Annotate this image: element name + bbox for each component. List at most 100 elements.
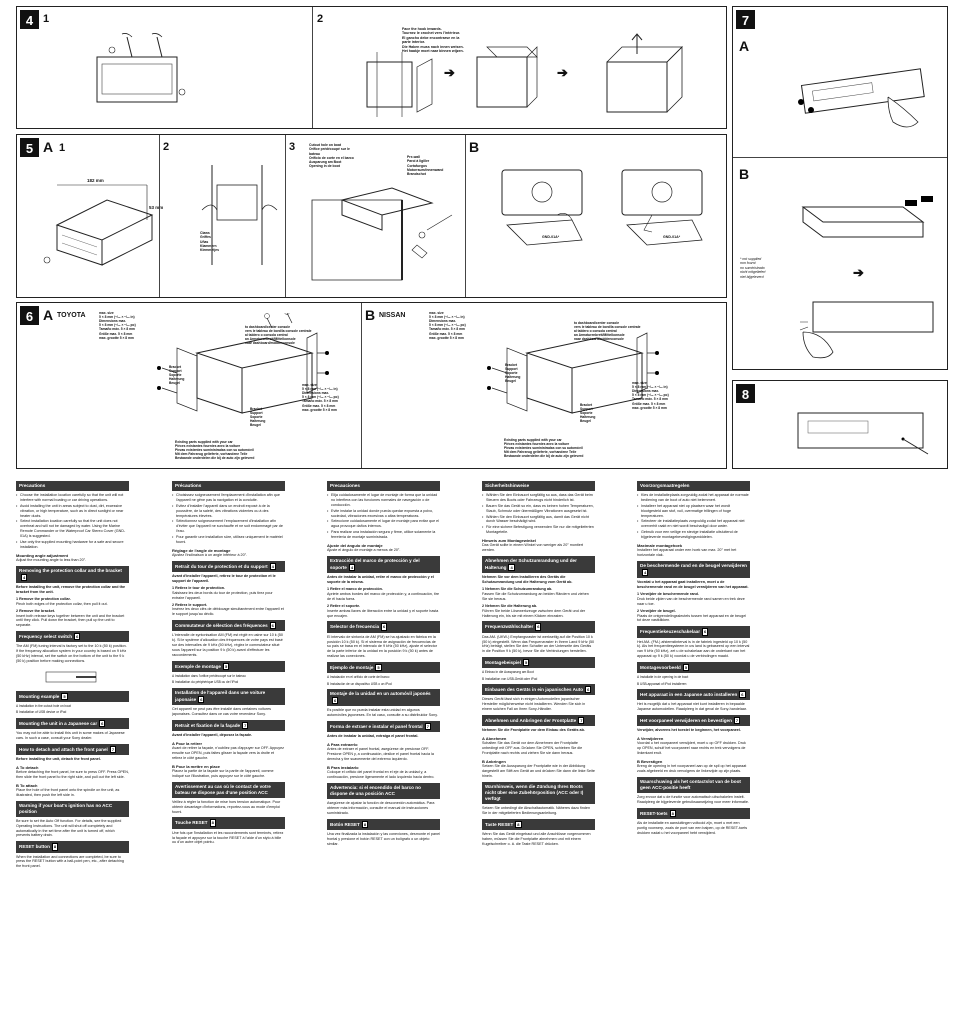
step-6-brand-nissan: NISSAN <box>379 312 406 319</box>
nl-precautions-heading: Voorzorgsmaatregelen <box>637 481 750 492</box>
en-warn-heading: Warning if your boat's ignition has no A… <box>16 800 129 817</box>
es-japan-heading: Montaje de la unidad en un automóvil jap… <box>327 688 440 707</box>
list-item: Gebruik voor een veilige en stevige inst… <box>637 530 750 540</box>
step-8-panel: 8 <box>732 380 948 469</box>
nl-warn-text: Zorg ervoor dat u de functie voor automa… <box>637 794 749 804</box>
nl-detach-b-text: Breng de opening in het voorpaneel aan o… <box>637 764 747 773</box>
nl-angle-heading: Maximale montagehoek <box>637 542 683 548</box>
fr-warn-text: Veillez à régler la fonction de mise hor… <box>172 799 281 814</box>
step-5-2-illustration <box>201 165 278 265</box>
step-7-divider <box>733 157 947 158</box>
step-5-b-illustration-right <box>621 169 703 246</box>
step-5-ipod-label-1: GND-01A* <box>542 235 560 239</box>
list-item: Select installation location carefully s… <box>16 519 129 539</box>
fr-angle-text: Ajustez l'inclinaison à un angle inférie… <box>172 553 248 558</box>
step-8-illustration <box>797 412 929 455</box>
column-french: Précautions Choisissez soigneusement l'e… <box>172 478 285 1012</box>
de-japan-heading: Einbauen des Geräts in ein japanisches A… <box>482 683 595 696</box>
fr-detach-a: A Pour la retirer <box>172 740 203 746</box>
nl-reset-text: Als de installatie en aansluitingen volt… <box>637 820 748 835</box>
de-precautions-list: Wählen Sie den Einbauort sorgfältig so a… <box>482 493 595 535</box>
de-japan-text: Dieses Gerät lässt sich in einigen Autom… <box>482 697 586 711</box>
es-detach-heading: Forma de extraer e instalar el panel fro… <box>327 720 440 733</box>
en-precautions-heading: Precautions <box>16 481 129 492</box>
es-removing-step-1: 1 Retire el marco de protección.Apriete … <box>327 587 440 601</box>
step-8-number: 8 <box>736 384 755 403</box>
en-angle-heading: Mounting angle adjustment <box>16 552 68 558</box>
es-removing-step-2: 2 Retire el soporte.Inserte ambas llaves… <box>327 603 439 618</box>
en-angle-text: Adjust the mounting angle to less than 2… <box>16 557 87 562</box>
step-4-sub-2: 2 <box>317 13 324 25</box>
de-warn-text: Setzen Sie unbedingt die Abschaltautomat… <box>482 805 591 815</box>
list-item: Para realizar una instalación segura y f… <box>327 530 440 540</box>
en-removing-step-1: 1 Remove the protection collar.Pinch bot… <box>16 596 108 606</box>
list-item: Pour garantir une installation sûre, uti… <box>172 535 285 545</box>
step-4-hook-note: Face the hook inwards.Tournez le crochet… <box>402 27 464 54</box>
fr-mount-b: B Installation du périphérique USB ou de… <box>172 680 239 685</box>
de-freq-text: Das AM- (UKW-) Empfangsraster ist werkse… <box>482 634 595 654</box>
step-5-width-dimension: 182 mm <box>87 178 104 183</box>
nl-mount-b: B USB-apparaat of iPod installeren <box>637 681 687 686</box>
fr-detach-b: B Pour la mettre en place <box>172 763 221 769</box>
nl-detach-a: A Verwijderen <box>637 735 664 741</box>
list-item: Für eine sichere Befestigung verwenden S… <box>482 525 595 535</box>
de-warn-heading: Warnhinweis, wenn die Zündung Ihres Boot… <box>482 781 595 804</box>
fr-removing-text: Avant d'installer l'appareil, retirez le… <box>172 574 276 584</box>
de-mount-b: B Installation von USB-Gerät oder iPod <box>482 676 538 681</box>
step-5-sub-1: 1 <box>59 142 66 154</box>
nl-warn-heading: Waarschuwing als het contactslot van de … <box>637 776 750 793</box>
es-reset-text: Una vez finalizada la instalación y las … <box>327 831 440 846</box>
nl-detach-text: Verwijder, alvorens het toestel te begin… <box>637 728 741 733</box>
list-item: Seleccione cuidadosamente el lugar de mo… <box>327 519 440 529</box>
es-detach-b: B Para instalarlo <box>327 764 359 770</box>
de-detach-b: B Anbringen <box>482 758 506 764</box>
nl-removing-heading: De beschermende rand en de beugel verwij… <box>637 560 750 579</box>
en-freq-text: The AM (FM) tuning interval is factory s… <box>16 644 127 664</box>
en-removing-heading: Removing the protection collar and the b… <box>16 565 129 584</box>
step-6-divider <box>361 303 362 468</box>
step-4-2-illustration-c <box>606 33 683 113</box>
fr-warn-heading: Avertissement au cas où le contact de vo… <box>172 781 285 798</box>
es-freq-text: El intervalo de sintonía de AM (FM) se h… <box>327 634 438 659</box>
step-7-panel: 7 A B ➔ <box>732 6 948 370</box>
step-7-number: 7 <box>736 10 755 29</box>
list-item: Elija cuidadosamente el lugar de montaje… <box>327 493 440 508</box>
step-4-sub-1: 1 <box>43 13 50 25</box>
step-5-letter-a: A <box>43 139 54 155</box>
en-reset-text: When the installation and connections ar… <box>16 854 124 869</box>
step-5-sub-2: 2 <box>163 141 170 153</box>
step-4-1-illustration <box>96 33 186 103</box>
step-6-letter-a: A <box>43 307 54 323</box>
step-5-b-illustration-left <box>501 169 583 246</box>
de-mount-a: A Einbau in die Aussparung am Boot <box>482 670 534 675</box>
es-removing-text: Antes de instalar la unidad, retire el m… <box>327 575 434 585</box>
step-4-2-illustration-b <box>476 46 538 108</box>
en-detach-a: A To detach <box>16 764 39 770</box>
step-5-number: 5 <box>20 138 39 157</box>
step-4-divider <box>312 7 313 128</box>
fr-removing-heading: Retrait du tour de protection et du supp… <box>172 560 285 573</box>
es-removing-heading: Extracción del marco de protección y del… <box>327 556 440 574</box>
step-5-1-illustration <box>43 184 154 266</box>
list-item: Use only the supplied mounting hardware … <box>16 540 129 550</box>
en-mount-b: B Installation of USB device or iPod <box>16 710 67 715</box>
step-4-panel: 4 1 2 Face the hook inwards.Tournez le c… <box>16 6 727 129</box>
en-warn-text: Be sure to set the Auto Off function. Fo… <box>16 818 122 838</box>
en-detach-heading: How to detach and attach the front panel… <box>16 743 129 755</box>
step-4-2-illustration-a <box>366 52 433 117</box>
